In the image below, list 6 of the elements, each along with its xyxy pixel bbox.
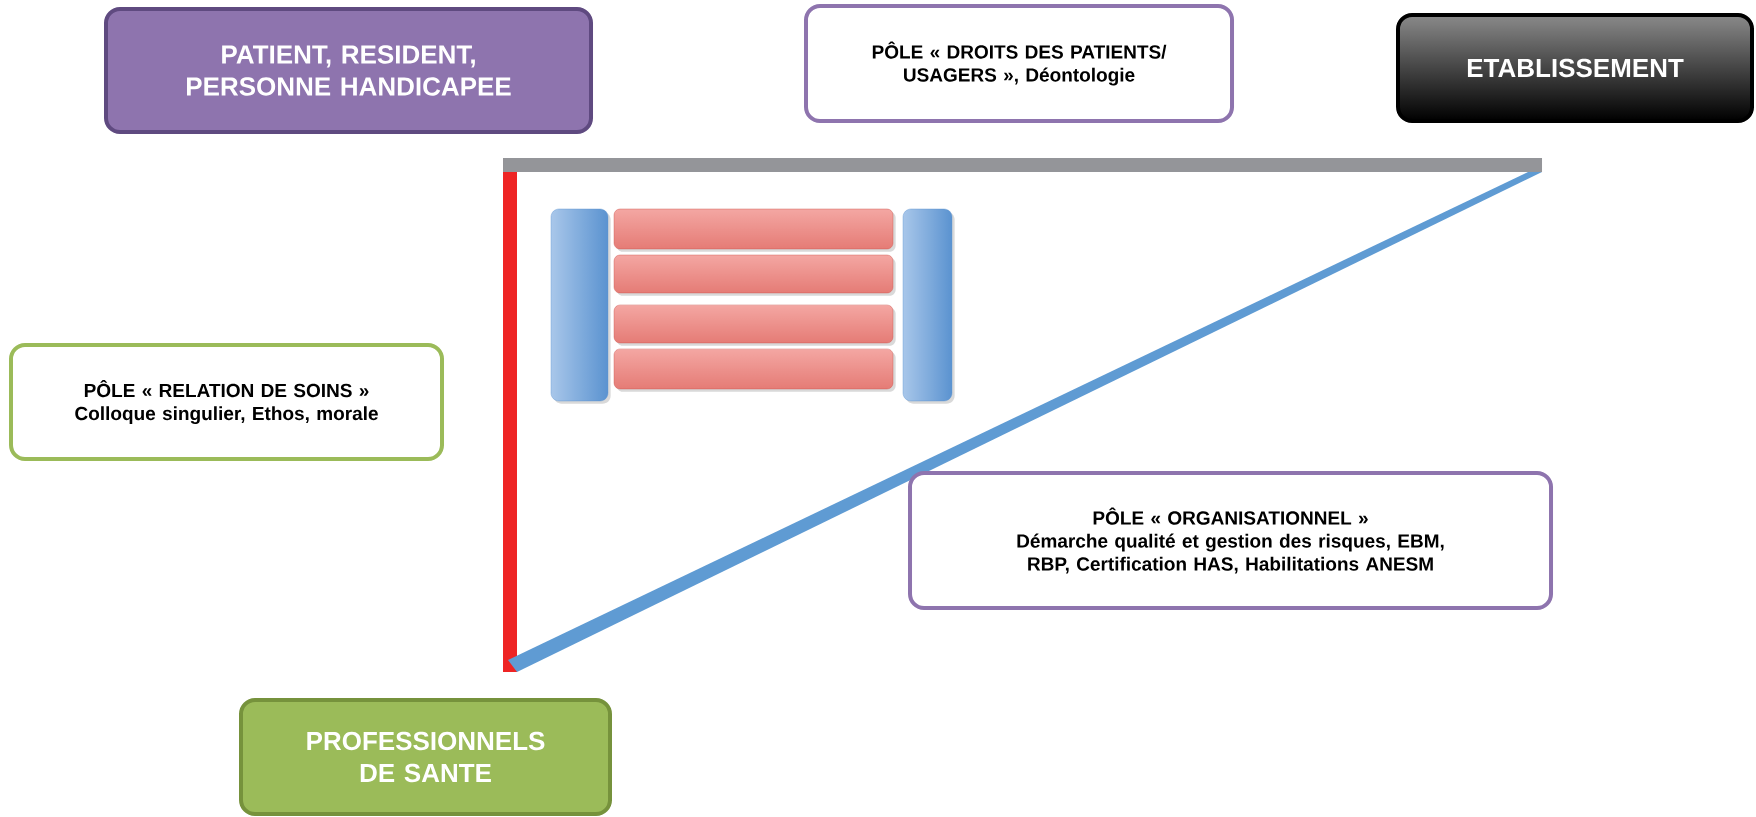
text-box: PÔLE « DROITS DES PATIENTS/ USAGERS », Déontologie	[804, 4, 1234, 123]
text-box: PÔLE « ORGANISATIONNEL » Démarche qualité et gestion des risques, EBM, RBP, Certification HAS, Habilitations ANESM	[908, 471, 1553, 610]
title-box: ETABLISSEMENT	[1396, 13, 1754, 123]
title-box: PROFESSIONNELS DE SANTE	[239, 698, 612, 816]
title-box: PATIENT, RESIDENT, PERSONNE HANDICAPEE	[104, 7, 593, 134]
text-box: PÔLE « RELATION DE SOINS » Colloque singulier, Ethos, morale	[9, 343, 444, 461]
